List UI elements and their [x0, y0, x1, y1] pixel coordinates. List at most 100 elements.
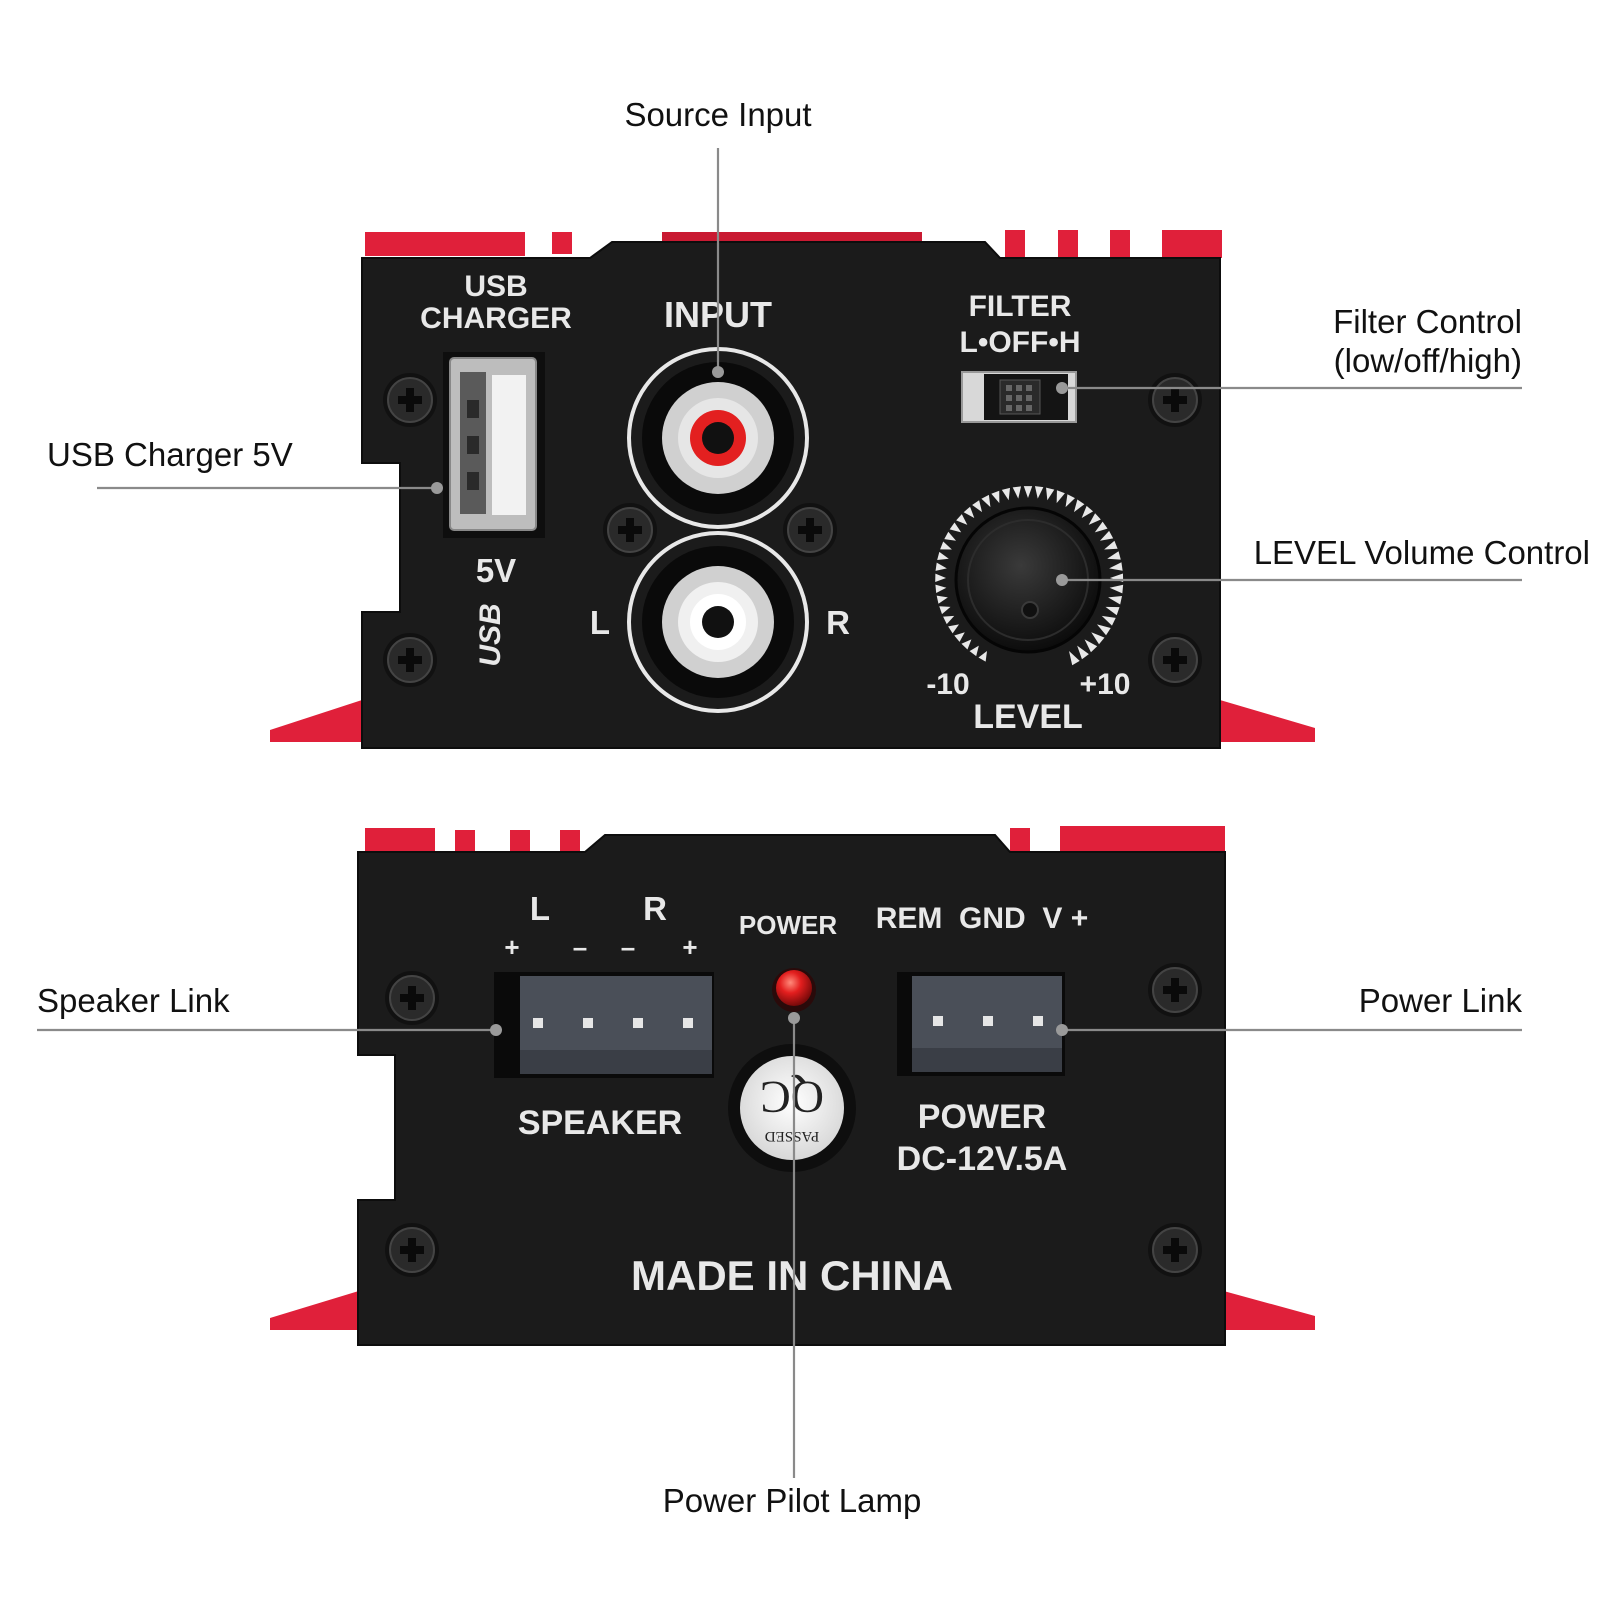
dial-tick — [969, 645, 979, 657]
filter-range-callout: (low/off/high) — [1334, 342, 1522, 379]
dial-tick — [1105, 606, 1120, 616]
dial-tick — [935, 562, 947, 571]
dial-tick — [981, 494, 991, 508]
screw-icon — [782, 502, 838, 558]
svg-text:USB: USB — [474, 603, 507, 666]
filter-positions-label: L•OFF•H — [960, 326, 1081, 359]
front-heatsink — [270, 230, 1315, 742]
usb-charger-label: CHARGER — [420, 302, 572, 335]
source-input-callout: Source Input — [624, 96, 811, 133]
dial-tick — [1084, 639, 1098, 653]
screw-icon — [382, 632, 438, 688]
dial-tick — [1046, 487, 1055, 501]
dial-tick — [1056, 490, 1065, 504]
dial-tick — [1108, 596, 1123, 605]
callout-filter-control: Filter Control (low/off/high) — [1056, 303, 1522, 394]
dial-tick — [1077, 645, 1089, 660]
dial-tick — [1101, 615, 1116, 626]
callout-power-link: Power Link — [1056, 982, 1522, 1036]
rear-panel: L R + – – + SPEAKER POWER PASSED QC — [270, 826, 1315, 1346]
speaker-terminal[interactable] — [494, 972, 714, 1078]
dial-tick — [1094, 521, 1108, 533]
screw-icon — [384, 970, 440, 1026]
power-spec-label: DC-12V.5A — [897, 1140, 1068, 1178]
dial-tick — [972, 500, 983, 513]
dial-tick — [1073, 499, 1085, 513]
level-min-label: -10 — [926, 668, 969, 701]
dial-tick — [948, 624, 960, 634]
speaker-label: SPEAKER — [518, 1104, 682, 1142]
dial-tick — [1001, 487, 1011, 501]
dial-tick — [1091, 632, 1105, 645]
input-right-label: R — [826, 604, 850, 641]
dial-tick — [963, 506, 975, 519]
dial-tick — [956, 514, 968, 525]
input-left-label: L — [590, 604, 610, 641]
speaker-right-label: R — [643, 890, 667, 927]
filter-control-callout: Filter Control — [1333, 303, 1522, 340]
dial-tick — [1023, 486, 1033, 498]
callout-power-pilot: Power Pilot Lamp — [663, 1012, 922, 1519]
power-terminals-label: REM GND V + — [876, 902, 1089, 935]
dial-tick — [1107, 551, 1121, 560]
dial-tick — [1069, 651, 1080, 666]
speaker-link-callout: Speaker Link — [37, 982, 230, 1019]
screw-icon — [382, 372, 438, 428]
rca-input-right[interactable] — [627, 531, 809, 713]
dial-tick — [1012, 486, 1022, 499]
dial-tick — [1099, 530, 1114, 541]
level-max-label: +10 — [1080, 668, 1131, 701]
callout-source-input: Source Input — [624, 96, 812, 378]
dial-tick — [1081, 505, 1094, 519]
power-link-callout: Power Link — [1359, 982, 1523, 1019]
power-label: POWER — [918, 1098, 1046, 1136]
screw-icon — [1147, 1222, 1203, 1278]
qc-passed-label: PASSED — [765, 1128, 820, 1144]
dial-tick — [944, 531, 957, 541]
dial-tick — [978, 651, 987, 662]
dial-tick — [940, 541, 952, 550]
usb-charger-callout: USB Charger 5V — [47, 436, 293, 473]
power-pilot-callout: Power Pilot Lamp — [663, 1482, 922, 1519]
level-label: LEVEL — [973, 698, 1083, 736]
usb-voltage-label: 5V — [476, 552, 516, 589]
qc-label: QC — [760, 1072, 824, 1123]
level-volume-callout: LEVEL Volume Control — [1254, 534, 1590, 571]
dial-tick — [1109, 562, 1123, 571]
dial-tick — [1109, 584, 1124, 594]
callout-level-volume: LEVEL Volume Control — [1056, 534, 1590, 586]
dial-tick — [935, 573, 947, 582]
dial-tick — [954, 632, 965, 642]
usb-label: USB — [464, 270, 527, 303]
polarity-label: – — [573, 932, 587, 962]
filter-switch[interactable] — [961, 371, 1077, 423]
power-terminal[interactable] — [897, 972, 1065, 1076]
rear-heatsink — [270, 826, 1315, 1330]
polarity-label: + — [682, 932, 697, 962]
qc-sticker: PASSED QC — [728, 1044, 856, 1172]
dial-tick — [939, 606, 951, 615]
polarity-label: + — [504, 932, 519, 962]
dial-tick — [961, 639, 972, 650]
usb-port[interactable] — [443, 352, 545, 538]
dial-tick — [1104, 540, 1118, 550]
front-panel: USB CHARGER 5V USB INPUT — [270, 230, 1315, 749]
speaker-left-label: L — [530, 890, 550, 927]
filter-label: FILTER — [969, 290, 1072, 323]
screw-icon — [1147, 372, 1203, 428]
screw-icon — [602, 502, 658, 558]
screw-icon — [1147, 962, 1203, 1018]
made-in-label: MADE IN CHINA — [631, 1252, 953, 1299]
dial-tick — [1034, 486, 1044, 499]
level-dial-scale — [935, 486, 1124, 666]
rca-input-left[interactable] — [627, 347, 809, 529]
power-led-icon — [772, 968, 816, 1012]
dial-tick — [1065, 494, 1075, 508]
usb-logo-icon: USB — [474, 603, 507, 666]
dial-tick — [949, 522, 962, 533]
dial-tick — [936, 595, 948, 604]
polarity-label: – — [621, 932, 635, 962]
dial-tick — [943, 615, 955, 625]
dial-tick — [937, 551, 949, 560]
